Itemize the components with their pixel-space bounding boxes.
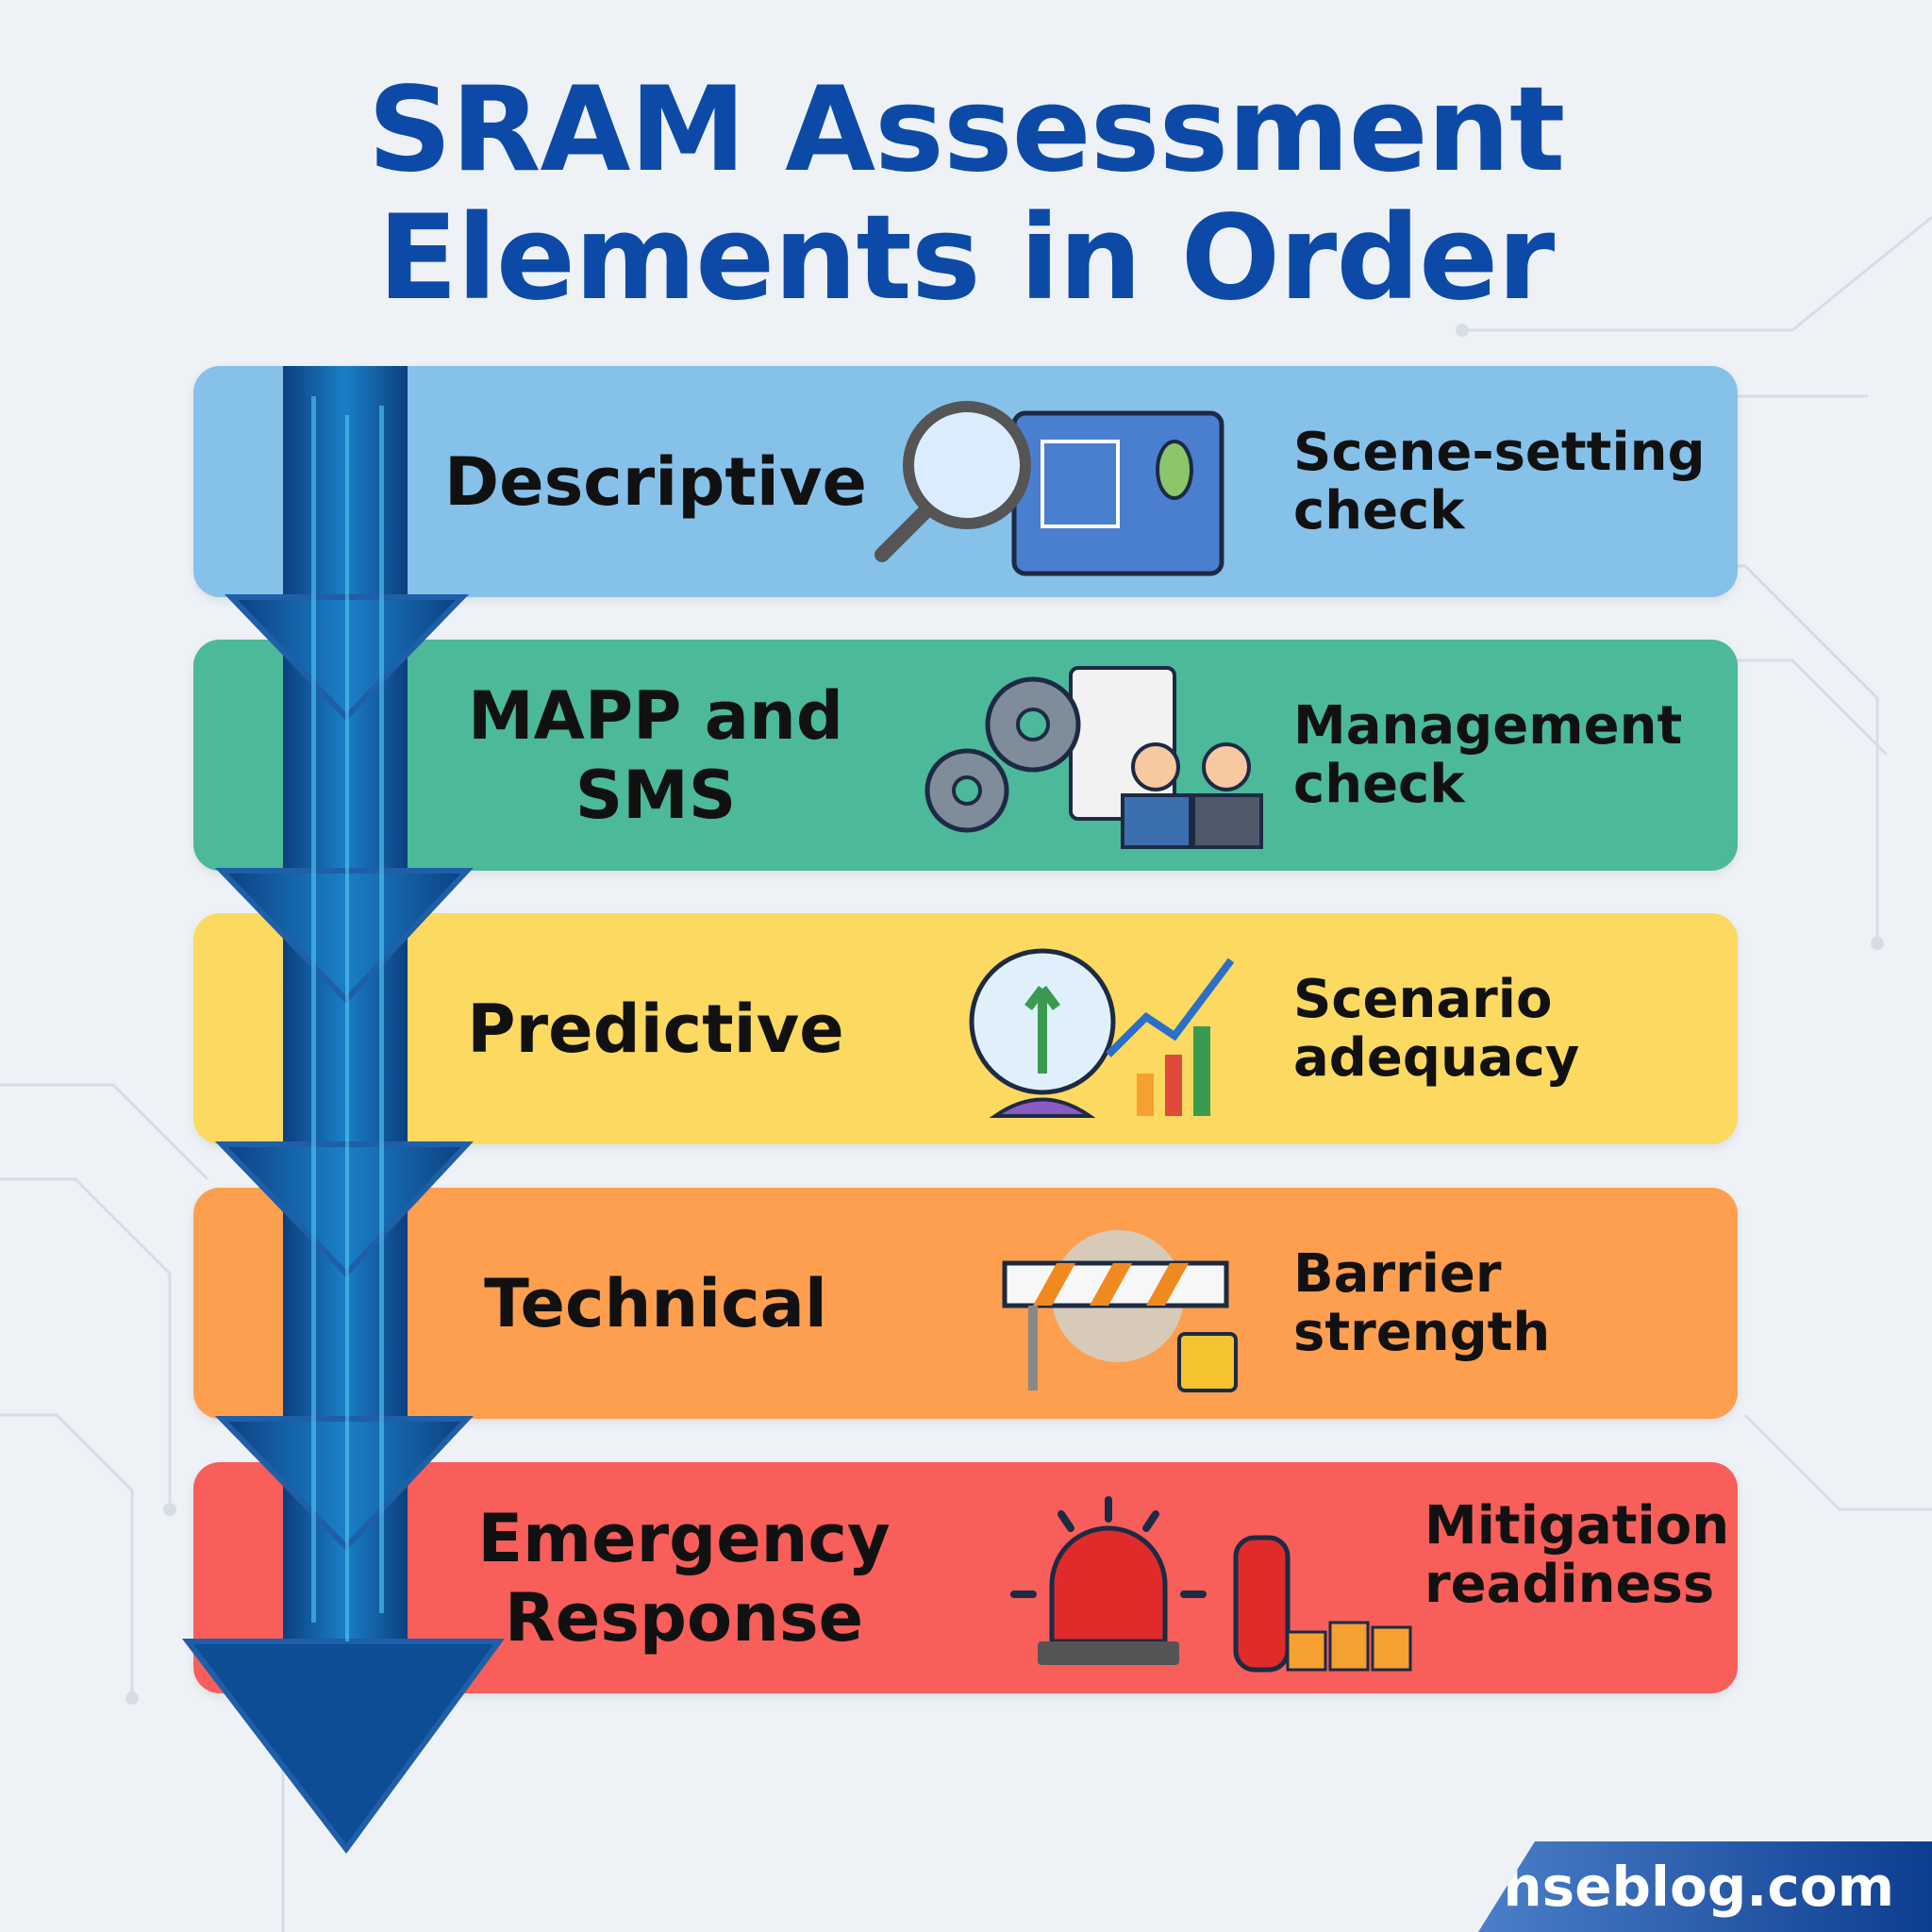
- alarm-extinguisher-icon: [1010, 1496, 1412, 1673]
- watermark: hseblog.com: [1478, 1841, 1932, 1932]
- watermark-text: hseblog.com: [1503, 1855, 1894, 1919]
- crystal-ball-chart-icon: [969, 948, 1235, 1118]
- step-label: Descriptive: [444, 442, 867, 521]
- barrier-lock-icon: [1002, 1230, 1238, 1392]
- step-label: Technical: [484, 1264, 827, 1342]
- magnifier-blueprint-icon: [874, 401, 1224, 576]
- gears-document-people-icon: [924, 666, 1263, 849]
- title-line-2: Elements in Order: [377, 191, 1556, 326]
- step-label: Predictive: [467, 990, 844, 1068]
- page-title: SRAM Assessment Elements in Order: [0, 66, 1932, 323]
- title-line-1: SRAM Assessment: [367, 62, 1565, 198]
